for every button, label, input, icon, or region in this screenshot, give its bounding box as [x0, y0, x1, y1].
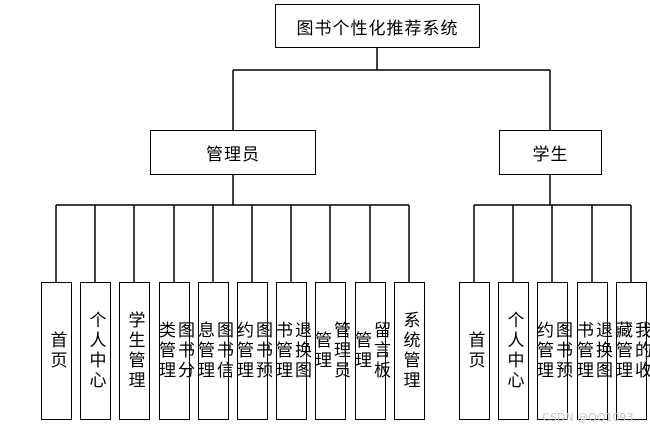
admin-label: 管理员 [206, 145, 260, 165]
admin-module-1: 个人中心 [79, 282, 111, 420]
admin-module-3: 图书分类管理 [155, 282, 194, 420]
admin-module-7-label: 管理员 [330, 321, 350, 381]
admin-module-7: 管理员管理 [311, 282, 350, 420]
watermark: CSDN @QQ1093... [542, 411, 644, 424]
admin-module-7-label: 管理 [311, 331, 331, 371]
admin-module-5-label: 图书预 [252, 321, 272, 381]
admin-module-5: 图书预约管理 [233, 282, 272, 420]
admin-module-9: 系统管理 [393, 282, 425, 420]
admin-module-8-label: 管理 [351, 331, 371, 371]
admin-module-3-label: 类管理 [155, 321, 175, 381]
student-module-4: 我的收藏管理 [612, 282, 650, 420]
admin-module-1-label: 个人中心 [85, 311, 106, 391]
student-node: 学生 [499, 130, 602, 175]
student-module-3: 退换图书管理 [573, 282, 612, 420]
admin-module-3-label: 图书分 [174, 321, 194, 381]
admin-module-9-label: 系统管理 [399, 311, 420, 391]
admin-module-4-label: 息管理 [194, 321, 214, 381]
root-label: 图书个性化推荐系统 [296, 18, 459, 39]
admin-module-6: 退换图书管理 [272, 282, 311, 420]
admin-module-2-label: 学生管理 [124, 311, 145, 391]
student-module-1: 个人中心 [497, 282, 529, 420]
student-module-4-label: 我的收 [631, 321, 650, 381]
student-module-3-label: 书管理 [573, 321, 593, 381]
student-module-3-label: 退换图 [592, 321, 612, 381]
student-module-2-label: 约管理 [533, 321, 553, 381]
admin-module-8: 留言板管理 [351, 282, 390, 420]
admin-module-0: 首页 [40, 282, 72, 420]
student-module-2-label: 图书预 [552, 321, 572, 381]
admin-node: 管理员 [150, 130, 316, 175]
student-module-1-label: 个人中心 [503, 311, 524, 391]
student-label: 学生 [532, 145, 569, 165]
admin-module-8-label: 留言板 [370, 321, 390, 381]
admin-module-6-label: 书管理 [272, 321, 292, 381]
student-module-0: 首页 [458, 282, 490, 420]
student-module-4-label: 藏管理 [612, 321, 632, 381]
student-module-2: 图书预约管理 [533, 282, 572, 420]
admin-module-4: 图书信息管理 [194, 282, 233, 420]
admin-module-4-label: 图书信 [213, 321, 233, 381]
root-node: 图书个性化推荐系统 [275, 4, 480, 48]
admin-module-5-label: 约管理 [233, 321, 253, 381]
admin-module-6-label: 退换图 [291, 321, 311, 381]
admin-module-2: 学生管理 [118, 282, 150, 420]
student-module-0-label: 首页 [464, 331, 485, 371]
admin-module-0-label: 首页 [46, 331, 67, 371]
